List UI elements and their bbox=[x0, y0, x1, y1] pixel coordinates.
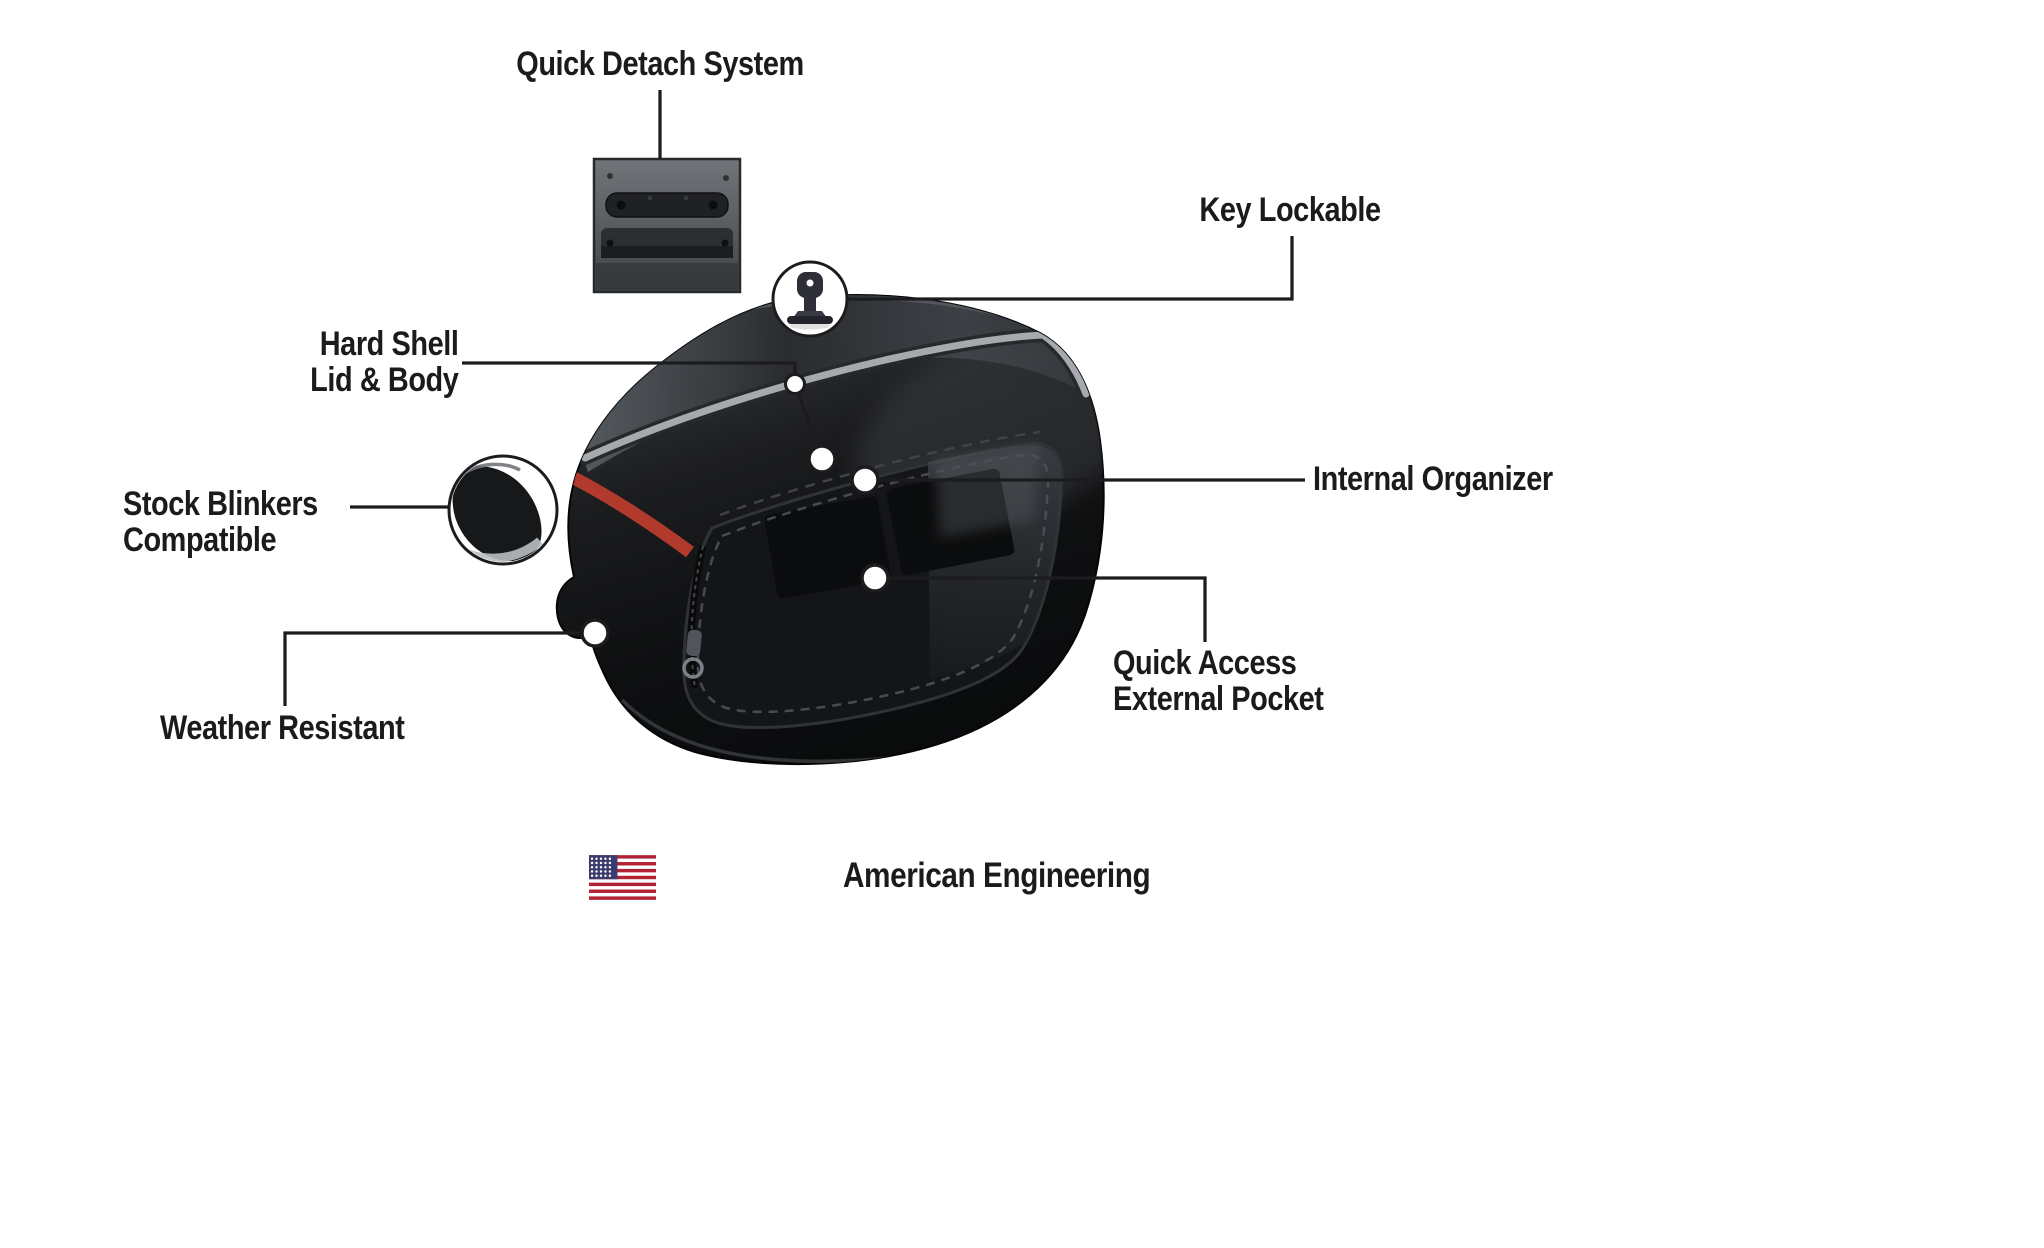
weather-resistant-line bbox=[283, 631, 595, 706]
quick-detach-inset bbox=[592, 157, 742, 294]
zipper-ring bbox=[682, 657, 704, 679]
blinker-cutout-shape bbox=[452, 465, 542, 562]
internal-organizer-dot bbox=[850, 465, 880, 495]
stock-blinkers-label: Stock Blinkers Compatible bbox=[123, 485, 318, 560]
body-seam-stitch bbox=[719, 430, 1041, 517]
flag-stripes bbox=[589, 858, 656, 897]
key-lockable-line bbox=[845, 236, 1294, 301]
flag-stars bbox=[590, 857, 616, 877]
zipper-track bbox=[688, 545, 707, 689]
organizer-slot-left bbox=[764, 496, 891, 599]
quick-access-line bbox=[875, 576, 1207, 642]
us-flag-icon bbox=[589, 855, 656, 900]
key-lockable-label: Key Lockable bbox=[1199, 191, 1381, 229]
hard-shell-label: Hard Shell Lid & Body bbox=[309, 325, 459, 400]
zipper-pull bbox=[686, 629, 702, 657]
key-icon bbox=[787, 272, 833, 330]
quick-access-dot bbox=[860, 563, 890, 593]
callout-lines bbox=[283, 90, 1305, 706]
callout-dots bbox=[580, 373, 890, 648]
hard-shell-dot bbox=[807, 444, 837, 474]
flag-canton bbox=[589, 855, 618, 880]
internal-organizer-label: Internal Organizer bbox=[1313, 460, 1553, 498]
weather-resistant-label: Weather Resistant bbox=[160, 709, 405, 747]
mount-bracket bbox=[605, 192, 729, 218]
lid-trim-stripe bbox=[581, 331, 1090, 462]
quick-detach-label: Quick Detach System bbox=[516, 45, 804, 83]
pocket-sheen bbox=[935, 444, 1040, 538]
quick-access-label: Quick Access External Pocket bbox=[1113, 644, 1324, 719]
key-lock-badge bbox=[771, 260, 849, 338]
blinker-inset bbox=[447, 454, 559, 566]
american-engineering-label: American Engineering bbox=[843, 856, 1151, 895]
hard-shell-dot-small bbox=[784, 373, 806, 395]
weather-resistant-dot bbox=[580, 618, 610, 648]
red-accent-stripe bbox=[570, 472, 694, 558]
